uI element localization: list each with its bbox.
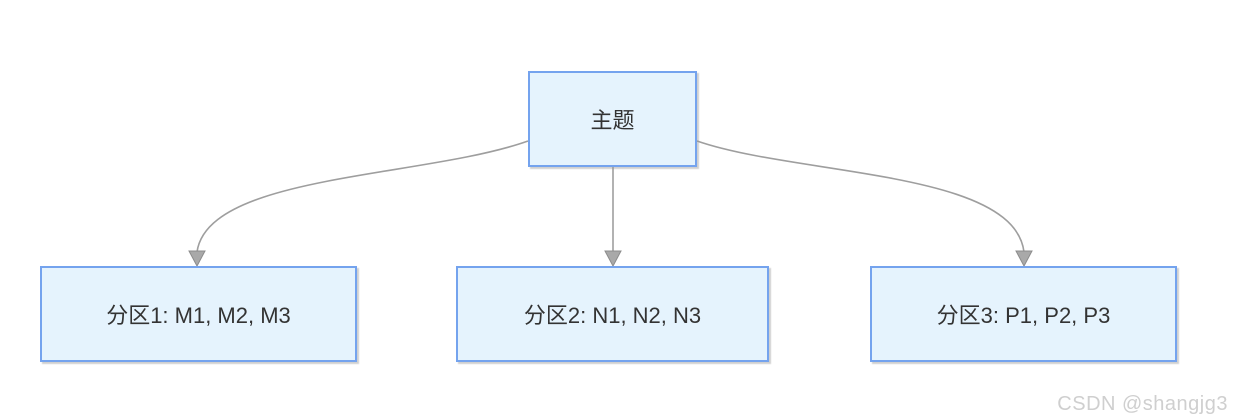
node-topic: 主题 xyxy=(528,71,697,167)
csdn-watermark: CSDN @shangjg3 xyxy=(1057,393,1228,415)
node-partition-1: 分区1: M1, M2, M3 xyxy=(40,266,357,362)
arrowhead-icon xyxy=(604,250,622,268)
node-topic-label: 主题 xyxy=(590,108,635,133)
node-partition-2-label: 分区2: N1, N2, N3 xyxy=(523,303,702,328)
node-partition-3: 分区3: P1, P2, P3 xyxy=(870,266,1177,362)
arrowhead-icon xyxy=(1015,250,1033,268)
arrowhead-icon xyxy=(188,250,206,268)
node-partition-3-label: 分区3: P1, P2, P3 xyxy=(936,303,1111,328)
edge-root-to-partition3 xyxy=(696,140,1025,253)
node-partition-1-label: 分区1: M1, M2, M3 xyxy=(106,303,291,328)
node-partition-2: 分区2: N1, N2, N3 xyxy=(456,266,769,362)
edge-root-to-partition1 xyxy=(196,140,529,253)
